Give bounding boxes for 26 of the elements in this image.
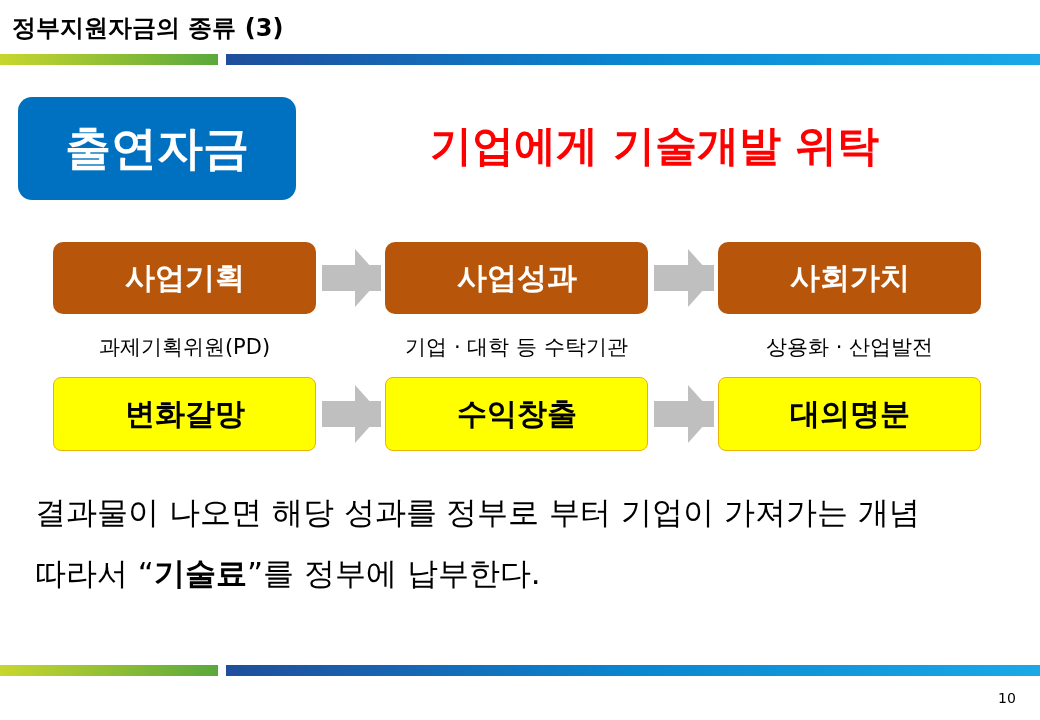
node-label: 과제기획위원(PD) [97, 334, 272, 361]
box-label: 사회가치 [789, 258, 910, 297]
block-arrow [322, 249, 381, 307]
process-box [53, 242, 316, 314]
box-label: 출연자금 [65, 119, 249, 177]
page-number: 10 [998, 690, 1016, 706]
node-label: 기업 · 대학 등 수탁기관 [404, 334, 629, 361]
box-label: 변화갈망 [124, 394, 245, 433]
box-label: 대의명분 [789, 394, 910, 433]
node-label: 상용화 · 산업발전 [765, 334, 934, 361]
slide-title: 정부지원자금의 종류 (3) [12, 13, 284, 44]
block-arrow [654, 385, 714, 443]
box-label: 사업성과 [456, 258, 577, 297]
box-label: 수익창출 [456, 394, 577, 433]
process-box [718, 242, 981, 314]
body-text: 따라서 “기술료”를 정부에 납부한다. [35, 554, 541, 593]
block-arrow [654, 249, 714, 307]
process-box [718, 377, 981, 451]
process-box [53, 377, 316, 451]
body-text: 결과물이 나오면 해당 성과를 정부로 부터 기업이 가져가는 개념 [35, 493, 920, 532]
process-box [385, 242, 648, 314]
process-box [385, 377, 648, 451]
subtitle: 기업에게 기술개발 위탁 [430, 120, 880, 172]
block-arrow [322, 385, 381, 443]
title-badge [18, 97, 296, 200]
box-label: 사업기획 [124, 258, 245, 297]
